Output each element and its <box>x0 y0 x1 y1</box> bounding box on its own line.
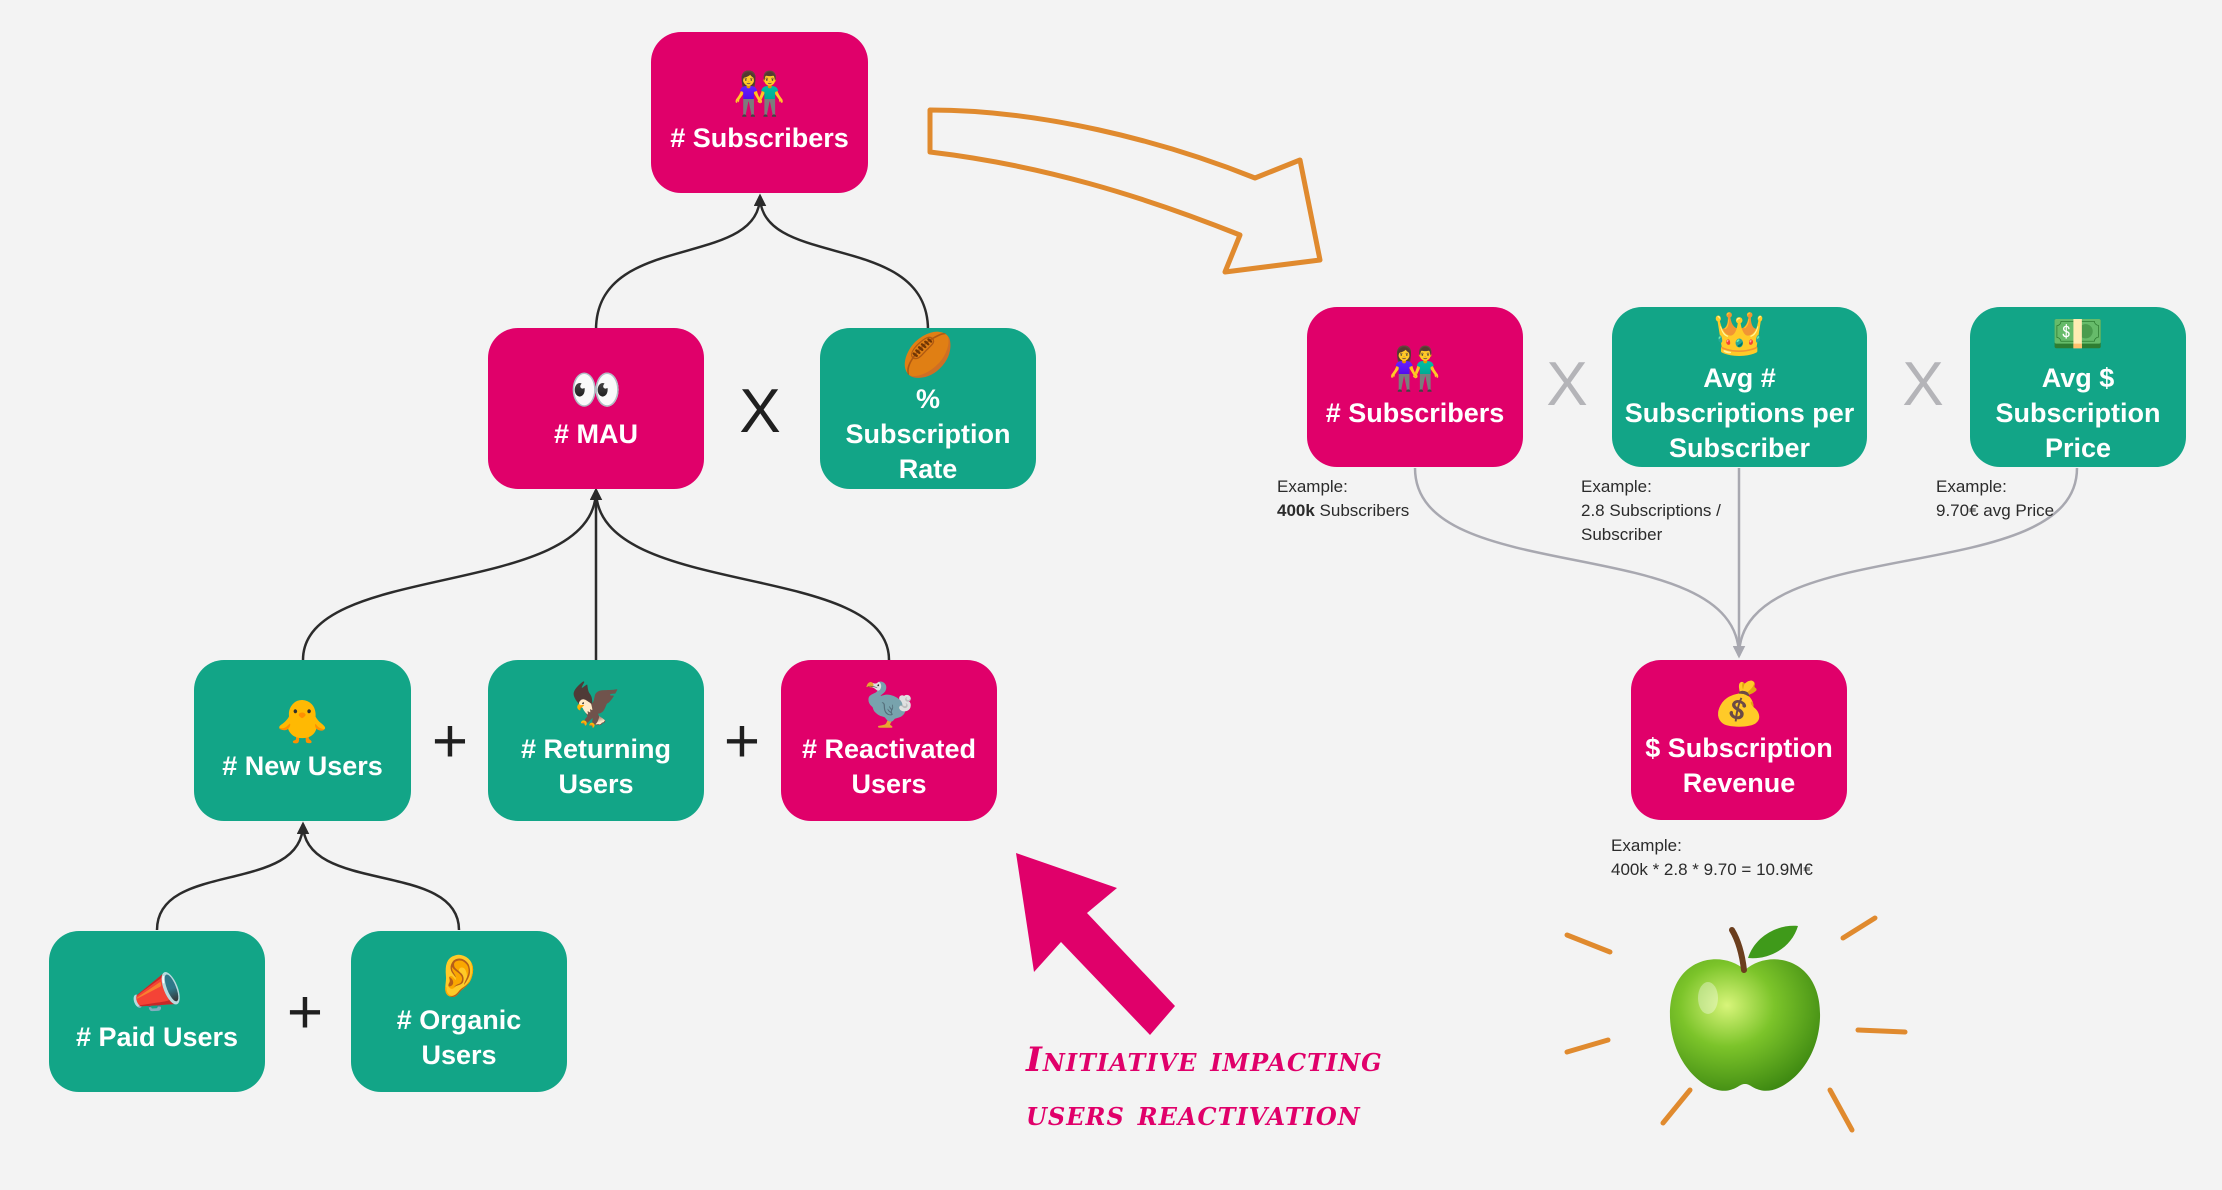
paid-users-label: # Paid Users <box>75 1022 239 1052</box>
organic-users-node[interactable]: 👂 # Organic Users <box>351 931 567 1092</box>
avg-price-node[interactable]: 💵 Avg $ Subscription Price <box>1970 307 2186 467</box>
connector-reactivated-to-mau <box>594 489 891 661</box>
revenue-label: $ Subscription Revenue <box>1645 733 1833 798</box>
right-subscribers-label: # Subscribers <box>1325 397 1505 428</box>
avg-price-example-value: 9.70€ avg Price <box>1936 501 2055 520</box>
revenue-example-value: 400k * 2.8 * 9.70 = 10.9M€ <box>1611 860 1813 879</box>
connector-rate-to-subscribers <box>758 195 930 331</box>
times-operator-mau-rate: X <box>739 377 781 446</box>
apple-sparkle-rays <box>1564 915 1908 1133</box>
mau-node[interactable]: 👀 # MAU <box>488 328 704 489</box>
initiative-annotation-line2: users reactivation <box>1026 1094 1361 1134</box>
avg-subscriptions-example-line2: 2.8 Subscriptions / <box>1581 501 1721 520</box>
avg-price-example-heading: Example: <box>1936 477 2007 496</box>
avg-subscriptions-example-heading: Example: <box>1581 477 1652 496</box>
organic-users-label: # Organic Users <box>396 1004 522 1070</box>
times-operator-avg-price: X <box>1902 350 1944 419</box>
subscribers-example-heading: Example: <box>1277 477 1348 496</box>
connector-subscribers-to-revenue <box>1413 467 1746 659</box>
right-tree-connectors <box>1413 467 2079 659</box>
connector-new-users-to-mau <box>301 487 603 661</box>
megaphone-icon: 📣 <box>130 969 184 1016</box>
mau-label: # MAU <box>553 419 638 449</box>
couple-icon: 👫 <box>733 70 786 117</box>
crown-icon: 👑 <box>1713 309 1766 357</box>
orange-transition-arrow <box>927 107 1323 275</box>
paid-users-node[interactable]: 📣 # Paid Users <box>49 931 265 1092</box>
subscription-rate-label: % Subscription Rate <box>845 384 1011 484</box>
avg-subscriptions-node[interactable]: 👑 Avg # Subscriptions per Subscriber <box>1612 307 1867 467</box>
initiative-annotation: Initiative impacting users reactivation <box>1026 1033 1383 1141</box>
subscribers-example-value: 400k Subscribers <box>1277 499 1409 523</box>
connector-mau-to-subscribers <box>594 193 767 331</box>
times-operator-subs-avg: X <box>1546 350 1588 419</box>
subscribers-example-note: Example: 400k Subscribers <box>1277 475 1409 523</box>
right-subscribers-node[interactable]: 👫 # Subscribers <box>1307 307 1523 467</box>
green-apple-icon <box>1669 925 1821 1091</box>
subscription-rate-node[interactable]: 🏉 % Subscription Rate <box>820 328 1036 489</box>
connector-paid-to-new-users <box>155 821 310 931</box>
revenue-example-heading: Example: <box>1611 836 1682 855</box>
avg-price-example-note: Example: 9.70€ avg Price <box>1936 475 2054 523</box>
subscribers-example-rest: Subscribers <box>1314 501 1410 520</box>
left-subscribers-node[interactable]: 👫 # Subscribers <box>651 32 868 193</box>
revenue-example-note: Example: 400k * 2.8 * 9.70 = 10.9M€ <box>1611 834 1813 882</box>
dollar-banknote-icon: 💵 <box>2051 309 2105 357</box>
left-tree-connectors <box>155 193 930 931</box>
dodo-icon: 🦤 <box>862 680 916 728</box>
returning-users-label: # Returning Users <box>520 733 671 799</box>
returning-users-node[interactable]: 🦅 # Returning Users <box>488 660 704 821</box>
ear-icon: 👂 <box>432 951 486 999</box>
plus-operator-new-returning: + <box>431 707 469 776</box>
left-subscribers-label: # Subscribers <box>670 123 849 153</box>
eyes-icon: 👀 <box>569 366 623 413</box>
avg-subscriptions-label: Avg # Subscriptions per Subscriber <box>1624 362 1855 463</box>
pink-initiative-arrow <box>1016 853 1175 1035</box>
connector-avg-price-to-revenue <box>1737 467 2079 657</box>
connector-organic-to-new-users <box>301 823 461 931</box>
plus-operator-paid-organic: + <box>286 978 324 1047</box>
eagle-icon: 🦅 <box>569 680 623 728</box>
reactivated-users-node[interactable]: 🦤 # Reactivated Users <box>781 660 997 821</box>
chick-icon: 🐥 <box>276 698 329 745</box>
new-users-label: # New Users <box>222 751 383 781</box>
avg-subscriptions-example-note: Example: 2.8 Subscriptions / Subscriber <box>1581 475 1721 547</box>
new-users-node[interactable]: 🐥 # New Users <box>194 660 411 821</box>
couple-icon: 👫 <box>1388 344 1442 392</box>
initiative-annotation-line1: Initiative impacting <box>1026 1040 1383 1080</box>
plus-operator-returning-reactivated: + <box>723 707 761 776</box>
avg-price-label: Avg $ Subscription Price <box>1995 362 2161 463</box>
rugby-ball-icon: 🏉 <box>901 331 955 378</box>
subscribers-example-bold: 400k <box>1277 501 1315 520</box>
avg-subscriptions-example-line3: Subscriber <box>1581 525 1663 544</box>
money-bag-icon: 💰 <box>1712 680 1766 727</box>
reactivated-users-label: # Reactivated Users <box>801 733 977 799</box>
revenue-node[interactable]: 💰 $ Subscription Revenue <box>1631 660 1847 820</box>
